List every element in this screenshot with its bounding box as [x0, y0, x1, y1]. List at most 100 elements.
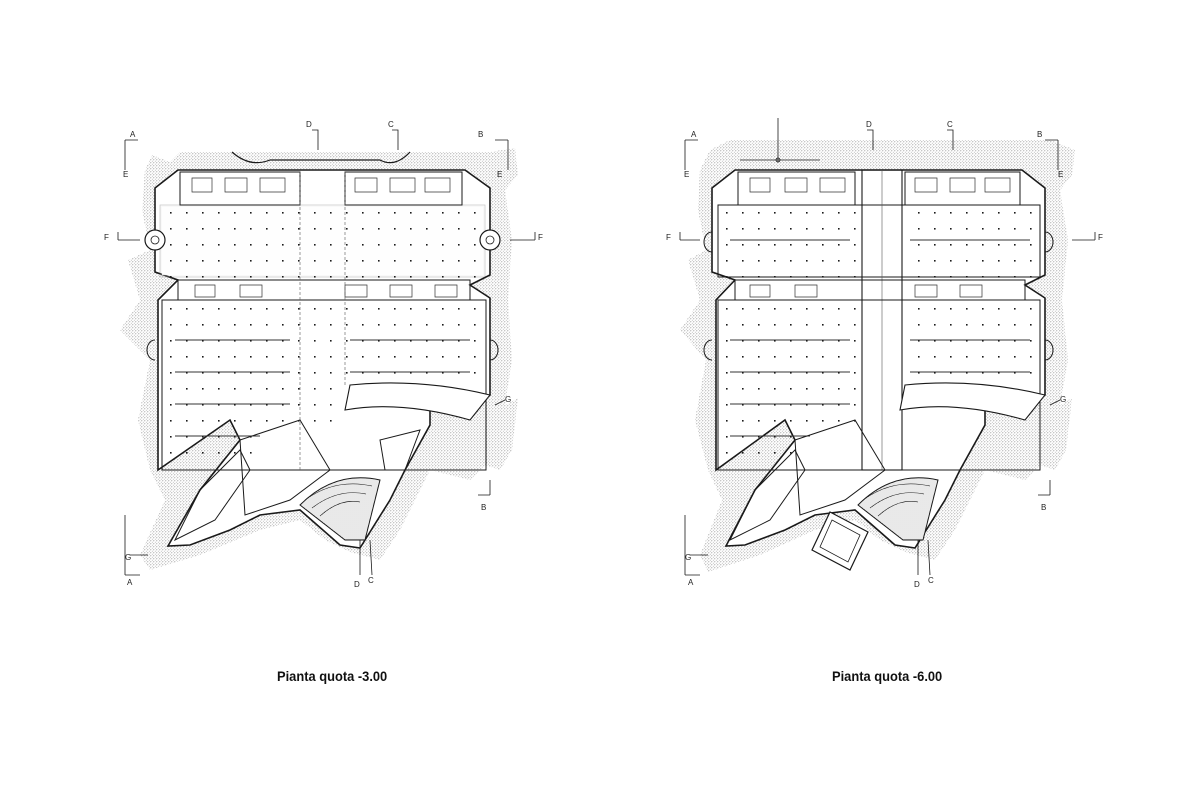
section-label-d-top: D: [306, 120, 312, 129]
column-dot: [950, 308, 952, 310]
column-dot: [330, 404, 332, 406]
column-dot: [1014, 212, 1016, 214]
column-dot: [394, 212, 396, 214]
column-dot: [854, 212, 856, 214]
column-dot: [1030, 324, 1032, 326]
column-dot: [298, 324, 300, 326]
section-label-a-top: A: [691, 130, 697, 139]
column-dot: [1014, 260, 1016, 262]
section-label-b-bottom: B: [481, 503, 486, 512]
column-dot: [822, 372, 824, 374]
section-label-a-bottom: A: [127, 578, 133, 587]
column-dot: [202, 308, 204, 310]
column-dot: [854, 228, 856, 230]
column-dot: [726, 340, 728, 342]
column-dot: [838, 308, 840, 310]
column-dot: [774, 420, 776, 422]
column-dot: [378, 228, 380, 230]
column-dot: [346, 372, 348, 374]
column-dot: [806, 372, 808, 374]
column-dot: [378, 308, 380, 310]
column-dot: [394, 260, 396, 262]
column-dot: [982, 212, 984, 214]
column-dot: [982, 260, 984, 262]
column-dot: [822, 340, 824, 342]
column-dot: [234, 420, 236, 422]
column-dot: [774, 436, 776, 438]
column-dot: [314, 372, 316, 374]
column-dot: [202, 260, 204, 262]
column-dot: [790, 356, 792, 358]
column-dot: [410, 308, 412, 310]
column-dot: [822, 260, 824, 262]
column-dot: [822, 388, 824, 390]
column-dot: [742, 404, 744, 406]
column-dot: [950, 260, 952, 262]
column-dot: [790, 340, 792, 342]
column-dot: [250, 228, 252, 230]
column-dot: [442, 340, 444, 342]
column-dot: [250, 372, 252, 374]
column-dot: [474, 276, 476, 278]
column-dot: [998, 276, 1000, 278]
column-dot: [362, 276, 364, 278]
column-dot: [410, 324, 412, 326]
column-dot: [790, 436, 792, 438]
column-dot: [790, 388, 792, 390]
column-dot: [790, 308, 792, 310]
column-dot: [282, 324, 284, 326]
column-dot: [998, 228, 1000, 230]
column-dot: [838, 324, 840, 326]
column-dot: [266, 260, 268, 262]
column-dot: [202, 276, 204, 278]
column-dot: [806, 212, 808, 214]
column-dot: [250, 404, 252, 406]
column-dot: [186, 436, 188, 438]
column-dot: [474, 228, 476, 230]
column-dot: [758, 404, 760, 406]
column-dot: [298, 244, 300, 246]
column-dot: [410, 228, 412, 230]
section-label-c-top: C: [947, 120, 953, 129]
column-dot: [426, 212, 428, 214]
column-dot: [202, 388, 204, 390]
column-dot: [726, 420, 728, 422]
column-dot: [442, 260, 444, 262]
column-dot: [790, 212, 792, 214]
column-dot: [774, 340, 776, 342]
column-dot: [298, 356, 300, 358]
column-dot: [314, 420, 316, 422]
column-dot: [822, 228, 824, 230]
column-dot: [298, 340, 300, 342]
column-dot: [426, 324, 428, 326]
column-dot: [234, 308, 236, 310]
column-dot: [202, 324, 204, 326]
column-dot: [410, 356, 412, 358]
column-dot: [218, 356, 220, 358]
column-dot: [314, 404, 316, 406]
column-dot: [458, 260, 460, 262]
column-dot: [186, 356, 188, 358]
section-label-b-bottom: B: [1041, 503, 1046, 512]
column-dot: [250, 308, 252, 310]
column-dot: [774, 452, 776, 454]
column-dot: [726, 276, 728, 278]
plan-caption-left: Pianta quota -3.00: [277, 668, 388, 684]
column-dot: [742, 308, 744, 310]
column-dot: [218, 212, 220, 214]
column-dot: [314, 276, 316, 278]
section-labels-left: A A B B C C D D E E F F G G: [104, 120, 543, 589]
column-dot: [170, 340, 172, 342]
column-dot: [170, 228, 172, 230]
column-dot: [1014, 340, 1016, 342]
column-dot: [250, 356, 252, 358]
column-dot: [378, 324, 380, 326]
column-dot: [330, 228, 332, 230]
column-dot: [1030, 372, 1032, 374]
column-dot: [774, 260, 776, 262]
column-dot: [218, 260, 220, 262]
column-dot: [314, 228, 316, 230]
column-dot: [442, 228, 444, 230]
column-dot: [758, 356, 760, 358]
column-dot: [822, 404, 824, 406]
